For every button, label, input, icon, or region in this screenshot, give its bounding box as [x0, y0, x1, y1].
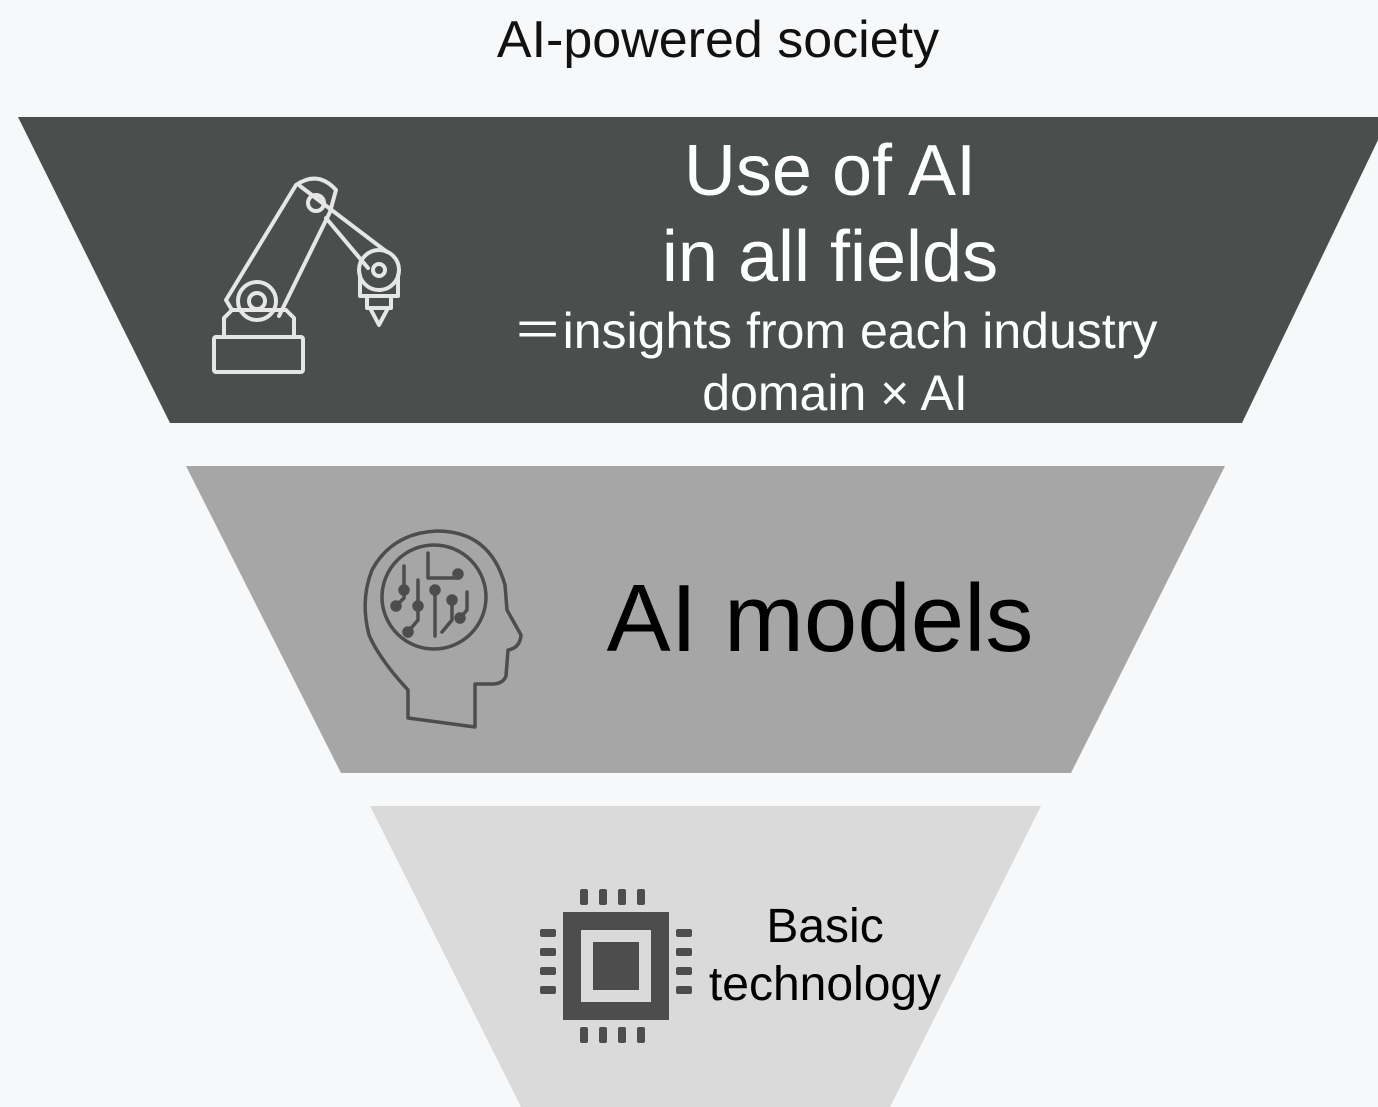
robot-arm-icon: [212, 176, 401, 374]
tier-1-title: Use of AI in all fields: [480, 128, 1180, 300]
tier-1-title-line-2: in all fields: [661, 217, 999, 297]
page-title: AI-powered society: [496, 11, 940, 69]
tier-2-label: AI models: [606, 565, 1034, 672]
tier-2-shape: [186, 466, 1225, 773]
tier-1-subtitle: ＝insights from each industry domain × AI: [440, 300, 1230, 424]
tier-1-subtitle-line-2: domain × AI: [702, 365, 968, 421]
ai-head-icon: [363, 529, 523, 729]
tier-3-label-line-1: Basic: [766, 900, 884, 953]
tier-3-shape: [370, 806, 1041, 1107]
tier-1-shape: [18, 117, 1378, 423]
tier-1-title-line-1: Use of AI: [683, 131, 977, 211]
tier-3-label: Basic technology: [690, 898, 960, 1014]
tier-1-subtitle-line-1: ＝insights from each industry: [512, 303, 1158, 359]
tier-3-label-line-2: technology: [708, 958, 942, 1011]
chip-icon: [540, 889, 692, 1043]
